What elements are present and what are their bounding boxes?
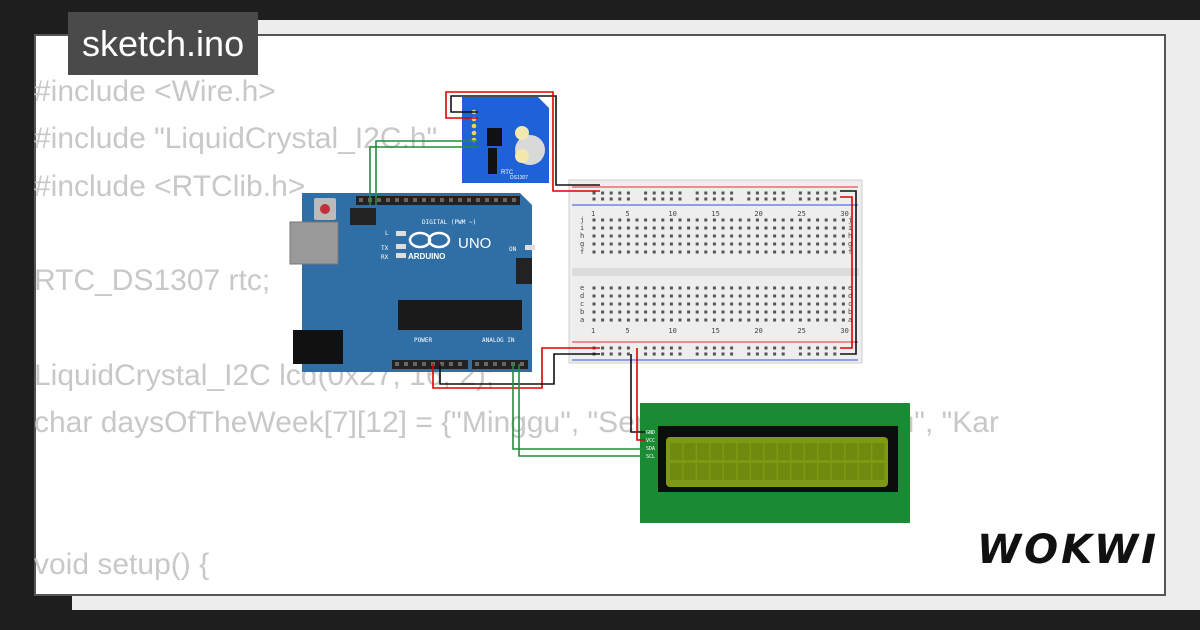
digital-header [356, 196, 520, 205]
code-line: #include <RTClib.h> [34, 169, 306, 203]
breadboard-column-label: 5 [625, 210, 629, 218]
rtc-ds1307-module: RTC DS1307 [462, 97, 549, 183]
led-l-label: L [385, 230, 389, 237]
breadboard-row-label: a [580, 316, 584, 324]
lcd-pin-label: SCL [646, 454, 655, 460]
usb-connector [289, 221, 339, 265]
breadboard-row-label: d [848, 292, 852, 300]
power-label: POWER [414, 337, 432, 344]
breadboard-row-label: e [580, 284, 584, 292]
breadboard-row-label: f [848, 248, 852, 256]
breadboard-column-label: 5 [625, 327, 629, 335]
breadboard-column-label: 25 [797, 210, 805, 218]
arduino-logo [408, 231, 451, 249]
board-brand: ARDUINO [408, 252, 445, 261]
analog-header [472, 360, 528, 369]
breadboard-row-label: g [580, 240, 584, 248]
lcd-pin-label: GND [646, 430, 655, 436]
breadboard-row-label: c [848, 300, 852, 308]
lcd-pin-label: VCC [646, 438, 655, 444]
code-line: RTC_DS1307 rtc; [34, 264, 271, 298]
breadboard-row-label: a [848, 316, 852, 324]
analog-label: ANALOG IN [482, 337, 515, 344]
digital-label: DIGITAL (PWM ~) [422, 219, 476, 226]
led-tx-label: TX [381, 245, 389, 252]
breadboard-column-label: 30 [840, 327, 848, 335]
lcd-pin-label: SDA [646, 446, 655, 452]
breadboard-row-label: c [580, 300, 584, 308]
breadboard-column-label: 1 [591, 327, 595, 335]
breadboard-column-label: 10 [668, 210, 676, 218]
arduino-uno-board: UNO ARDUINO DIGITAL (PWM ~) POWER ANALOG… [289, 193, 535, 372]
breadboard-row-label: i [848, 224, 852, 232]
breadboard-row-label: e [848, 284, 852, 292]
breadboard-row-label: h [848, 232, 852, 240]
code-line: #include <Wire.h> [34, 75, 276, 108]
breadboard-column-label: 1 [591, 210, 595, 218]
breadboard-row-label: j [580, 216, 584, 224]
wires [369, 91, 857, 457]
breadboard-column-label: 25 [797, 327, 805, 335]
wokwi-logo: WOKWI [977, 527, 1160, 573]
breadboard-row-label: b [848, 308, 852, 316]
sketch-filename-tag: sketch.ino [68, 12, 259, 75]
breadboard-column-label: 20 [754, 210, 762, 218]
breadboard-row-label: h [580, 232, 584, 240]
breadboard-column-label: 30 [840, 210, 848, 218]
power-header [392, 360, 468, 369]
power-jack [293, 330, 343, 364]
microcontroller-chip [398, 300, 522, 330]
breadboard-column-label: 15 [711, 210, 719, 218]
led-on-label: ON [509, 246, 517, 253]
breadboard-column-label: 20 [754, 327, 762, 335]
breadboard-row-label: j [848, 216, 852, 224]
lcd-16x2-display: GND VCC SDA SCL [640, 403, 910, 523]
rtc-label: RTC [501, 170, 514, 176]
breadboard-row-label: b [580, 308, 584, 316]
led-rx-label: RX [381, 254, 389, 261]
breadboard-row-label: f [580, 248, 584, 256]
breadboard-row-label: d [580, 292, 584, 300]
breadboard-row-label: i [580, 224, 584, 232]
code-line: void setup() { [34, 547, 210, 581]
board-model: UNO [458, 235, 491, 252]
rtc-chip-label: DS1307 [510, 175, 528, 181]
breadboard-row-label: g [848, 240, 852, 248]
code-line: #include "LiquidCrystal_I2C.h" [34, 122, 438, 156]
breadboard-column-label: 15 [711, 327, 719, 335]
breadboard-column-label: 10 [668, 327, 676, 335]
